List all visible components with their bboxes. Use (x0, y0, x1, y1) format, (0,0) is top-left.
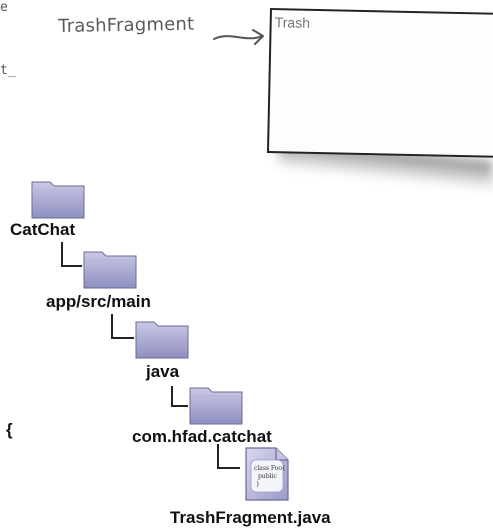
java-file-icon: class Foo{ public } (245, 447, 289, 501)
folder-label-root: CatChat (10, 220, 76, 239)
file-icon-line-1: class Foo{ (254, 465, 286, 472)
connector-level2-level3 (171, 386, 188, 407)
edge-text-fragment-top: e (0, 0, 8, 15)
connector-root-level1 (61, 242, 82, 267)
callout-arrow-icon (213, 29, 264, 45)
brace-glyph: { (6, 420, 13, 439)
folder-icon (135, 321, 189, 359)
file-label: TrashFragment.java (170, 508, 331, 527)
folder-icon (31, 181, 85, 219)
file-icon-line-3: } (256, 481, 260, 488)
folder-label-java: java (146, 362, 180, 381)
folder-label-app-src-main: app/src/main (46, 292, 151, 311)
folder-icon (189, 387, 243, 425)
connector-level1-level2 (111, 314, 134, 339)
file-icon-line-2: public (258, 473, 277, 480)
edge-text-fragment-mid: t_ (0, 63, 16, 78)
folder-icon (83, 251, 137, 289)
connector-level3-file (217, 444, 240, 469)
folder-label-package: com.hfad.catchat (132, 427, 272, 446)
